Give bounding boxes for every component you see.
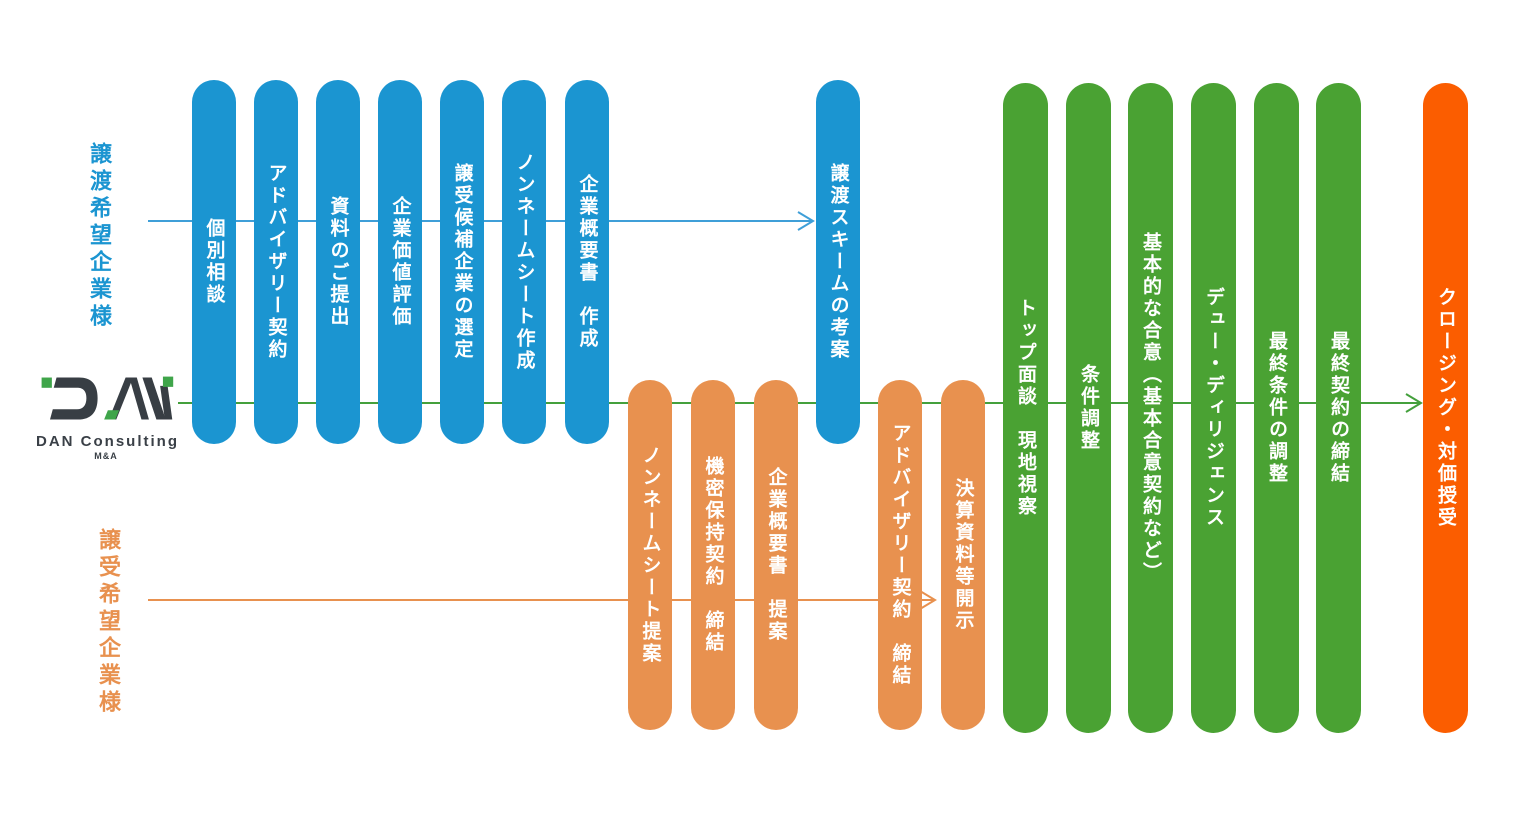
- step-label: 最終条件の調整: [1266, 331, 1287, 485]
- step-pill-joint-6: 最終契約の締結: [1316, 83, 1361, 733]
- step-pill-joint-1: トップ面談 現地視察: [1003, 83, 1048, 733]
- step-pill-seller-5: 譲受候補企業の選定: [440, 80, 484, 444]
- step-pill-seller-4: 企業価値評価: [378, 80, 422, 444]
- actor-label-seller: 譲渡希望企業様: [87, 142, 112, 331]
- step-pill-seller-1: 個別相談: [192, 80, 236, 444]
- step-label: 資料のご提出: [327, 196, 349, 328]
- step-label: 決算資料等開示: [952, 478, 974, 632]
- step-pill-closing: クロージング・対価授受: [1423, 83, 1468, 733]
- step-label: アドバイザリー契約 締結: [889, 423, 911, 687]
- dan-consulting-logo: DAN Consulting M&A: [36, 373, 179, 461]
- step-label: 譲渡スキームの考案: [827, 163, 849, 361]
- step-pill-joint-5: 最終条件の調整: [1254, 83, 1299, 733]
- step-label: ノンネームシート作成: [513, 152, 535, 372]
- step-pill-seller-7: 企業概要書 作成: [565, 80, 609, 444]
- step-pill-seller-2: アドバイザリー契約: [254, 80, 298, 444]
- step-label: 条件調整: [1078, 364, 1099, 452]
- step-pill-seller-6: ノンネームシート作成: [502, 80, 546, 444]
- step-label: 最終契約の締結: [1328, 331, 1349, 485]
- step-label: トップ面談 現地視察: [1015, 298, 1036, 518]
- actor-label-buyer: 譲受希望企業様: [96, 528, 121, 717]
- step-label: 譲受候補企業の選定: [451, 163, 473, 361]
- step-label: 機密保持契約 締結: [702, 456, 724, 654]
- logo-company-name: DAN Consulting: [36, 433, 179, 450]
- step-label: ノンネームシート提案: [639, 445, 661, 665]
- step-pill-buyer-1: ノンネームシート提案: [628, 380, 672, 730]
- step-label: 企業価値評価: [389, 196, 411, 328]
- step-label: 個別相談: [203, 218, 225, 306]
- step-pill-seller-8: 譲渡スキームの考案: [816, 80, 860, 444]
- step-pill-buyer-3: 企業概要書 提案: [754, 380, 798, 730]
- logo-division-name: M&A: [94, 451, 118, 461]
- dan-logo-mark: [41, 376, 174, 420]
- step-pill-joint-3: 基本的な合意（基本合意契約など）: [1128, 83, 1173, 733]
- step-label: 企業概要書 提案: [765, 467, 787, 643]
- step-pill-joint-2: 条件調整: [1066, 83, 1111, 733]
- step-pill-buyer-4: アドバイザリー契約 締結: [878, 380, 922, 730]
- step-label: 基本的な合意（基本合意契約など）: [1140, 232, 1161, 584]
- step-pill-buyer-5: 決算資料等開示: [941, 380, 985, 730]
- buyer-timeline-arrow: [148, 590, 937, 610]
- step-pill-buyer-2: 機密保持契約 締結: [691, 380, 735, 730]
- step-pill-joint-4: デュー・ディリジェンス: [1191, 83, 1236, 733]
- step-label: クロージング・対価授受: [1435, 287, 1456, 529]
- step-pill-seller-3: 資料のご提出: [316, 80, 360, 444]
- step-label: デュー・ディリジェンス: [1203, 287, 1224, 529]
- step-label: アドバイザリー契約: [265, 163, 287, 361]
- step-label: 企業概要書 作成: [576, 174, 598, 350]
